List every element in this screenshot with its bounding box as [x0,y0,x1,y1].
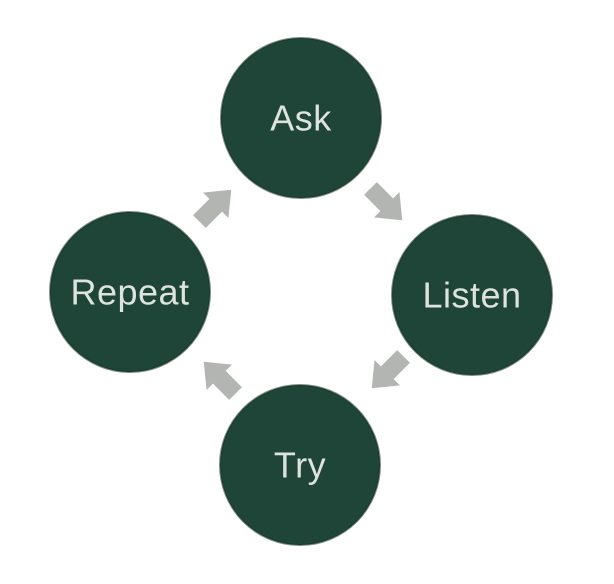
arrow-ask-to-listen [364,182,403,221]
node-listen: Listen [391,214,553,376]
node-ask-label: Ask [270,98,332,139]
node-repeat: Repeat [49,211,211,373]
arrow-repeat-to-ask [193,189,232,228]
node-listen-label: Listen [422,275,521,316]
node-try: Try [219,384,381,546]
arrow-listen-to-try [371,350,410,389]
node-repeat-label: Repeat [70,272,189,313]
node-listen-circle [391,214,553,376]
arrow-try-to-repeat [203,361,242,400]
node-ask-circle [220,37,382,199]
node-ask: Ask [220,37,382,199]
node-repeat-circle [49,211,211,373]
node-try-circle [219,384,381,546]
node-try-label: Try [274,445,326,486]
